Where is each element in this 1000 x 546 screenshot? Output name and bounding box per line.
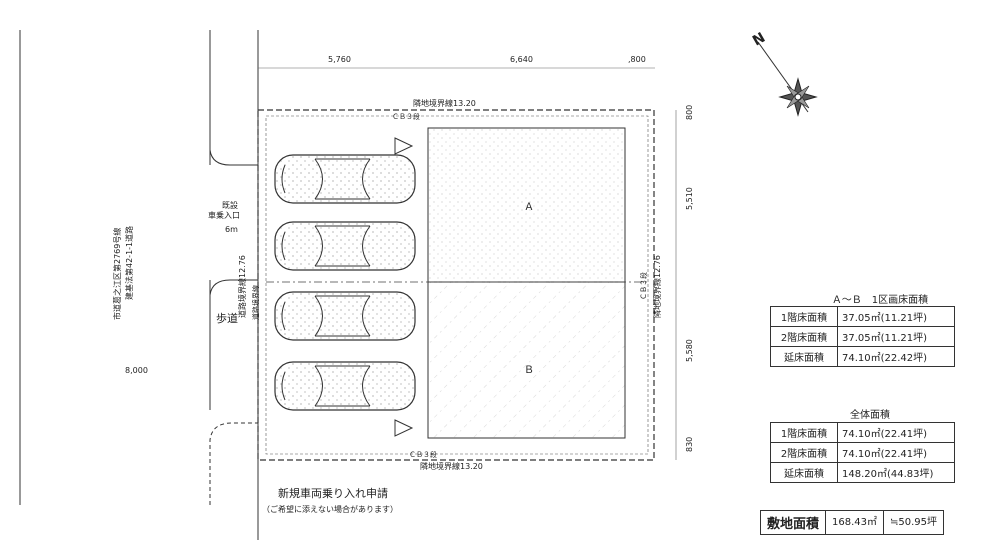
boundary-right: 隣地境界線12.76 bbox=[652, 255, 662, 318]
site-area-box: 敷地面積 168.43㎡ ≒50.95坪 bbox=[760, 510, 945, 535]
dim-right-4: 830 bbox=[685, 437, 694, 452]
lot-b bbox=[427, 281, 626, 439]
entrance-label-2: 車乗入口 bbox=[208, 210, 240, 220]
table-cell-label: 1階床面積 bbox=[770, 306, 838, 327]
site-area-sqm: 168.43㎡ bbox=[826, 511, 885, 534]
marker-bottom bbox=[394, 419, 414, 437]
application-note: （ご希望に添えない場合があります） bbox=[262, 504, 398, 514]
lot-a-dots bbox=[428, 128, 625, 282]
block-right: ＣＢ３段 bbox=[639, 272, 648, 300]
table-row: 2階床面積 74.10㎡(22.41坪) bbox=[770, 442, 955, 463]
dim-right-3: 5,580 bbox=[685, 339, 694, 362]
table-cell-label: 2階床面積 bbox=[770, 442, 838, 463]
road-curb-top bbox=[209, 149, 258, 166]
road-curb-bottom bbox=[209, 279, 258, 296]
table-row: 延床面積 74.10㎡(22.42坪) bbox=[770, 346, 955, 367]
table-cell-value: 148.20㎡(44.83坪) bbox=[837, 462, 955, 483]
dim-right-2: 5,510 bbox=[685, 187, 694, 210]
table-row: 延床面積 148.20㎡(44.83坪) bbox=[770, 462, 955, 483]
table-cell-value: 74.10㎡(22.41坪) bbox=[837, 422, 955, 443]
car-3 bbox=[274, 291, 416, 341]
site-area-label: 敷地面積 bbox=[761, 511, 827, 534]
table-cell-label: 1階床面積 bbox=[770, 422, 838, 443]
car-4 bbox=[274, 361, 416, 411]
site-boundary bbox=[257, 109, 655, 461]
road-edge-label: 道路境界線 bbox=[251, 285, 260, 320]
car-1 bbox=[274, 154, 416, 204]
marker-top bbox=[394, 137, 414, 155]
sidewalk-label: 歩道 bbox=[216, 311, 238, 325]
road-name: 市道葛之江区第2769号線 bbox=[112, 228, 122, 320]
block-bottom: ＣＢ３段 bbox=[409, 450, 437, 459]
table-row: 1階床面積 37.05㎡(11.21坪) bbox=[770, 306, 955, 327]
application-title: 新規車両乗り入れ申請 bbox=[278, 486, 388, 500]
table-cell-value: 74.10㎡(22.41坪) bbox=[837, 442, 955, 463]
dim-top-3: ,800 bbox=[628, 55, 646, 64]
table-cell-value: 37.05㎡(11.21坪) bbox=[837, 306, 955, 327]
dim-left-width: 8,000 bbox=[125, 366, 148, 375]
boundary-bottom: 隣地境界線13.20 bbox=[420, 461, 483, 471]
road-name-sub: 建基法第42-1-1道路 bbox=[124, 226, 134, 300]
boundary-top: 隣地境界線13.20 bbox=[413, 98, 476, 108]
entrance-label-1: 既設 bbox=[222, 200, 238, 210]
site-area-tsubo: ≒50.95坪 bbox=[890, 517, 938, 528]
table-ab-title: Ａ～Ｂ 1区画床面積 bbox=[831, 295, 929, 306]
dim-top-2: 6,640 bbox=[510, 55, 533, 64]
table-total: 1階床面積 74.10㎡(22.41坪) 2階床面積 74.10㎡(22.41坪… bbox=[770, 422, 955, 483]
table-total-title: 全体面積 bbox=[850, 410, 890, 421]
boundary-left: 道路境界線12.76 bbox=[237, 255, 247, 318]
site-inner bbox=[265, 115, 649, 455]
north-label: N bbox=[750, 30, 768, 50]
lot-b-label: Ｂ bbox=[524, 365, 534, 376]
table-cell-value: 37.05㎡(11.21坪) bbox=[837, 326, 955, 347]
table-cell-label: 2階床面積 bbox=[770, 326, 838, 347]
entrance-label-3: 6m bbox=[225, 225, 238, 234]
table-row: 1階床面積 74.10㎡(22.41坪) bbox=[770, 422, 955, 443]
dim-top-1: 5,760 bbox=[328, 55, 351, 64]
table-row: 2階床面積 37.05㎡(11.21坪) bbox=[770, 326, 955, 347]
table-cell-value: 74.10㎡(22.42坪) bbox=[837, 346, 955, 367]
lot-a-label: Ａ bbox=[524, 202, 534, 213]
table-cell-label: 延床面積 bbox=[770, 346, 838, 367]
road-corner-dashed bbox=[209, 422, 258, 505]
table-ab: 1階床面積 37.05㎡(11.21坪) 2階床面積 37.05㎡(11.21坪… bbox=[770, 306, 955, 367]
table-cell-label: 延床面積 bbox=[770, 462, 838, 483]
car-2 bbox=[274, 221, 416, 271]
compass-rose bbox=[757, 41, 818, 117]
dim-right-1: 800 bbox=[685, 105, 694, 120]
block-top: ＣＢ３段 bbox=[392, 112, 420, 121]
